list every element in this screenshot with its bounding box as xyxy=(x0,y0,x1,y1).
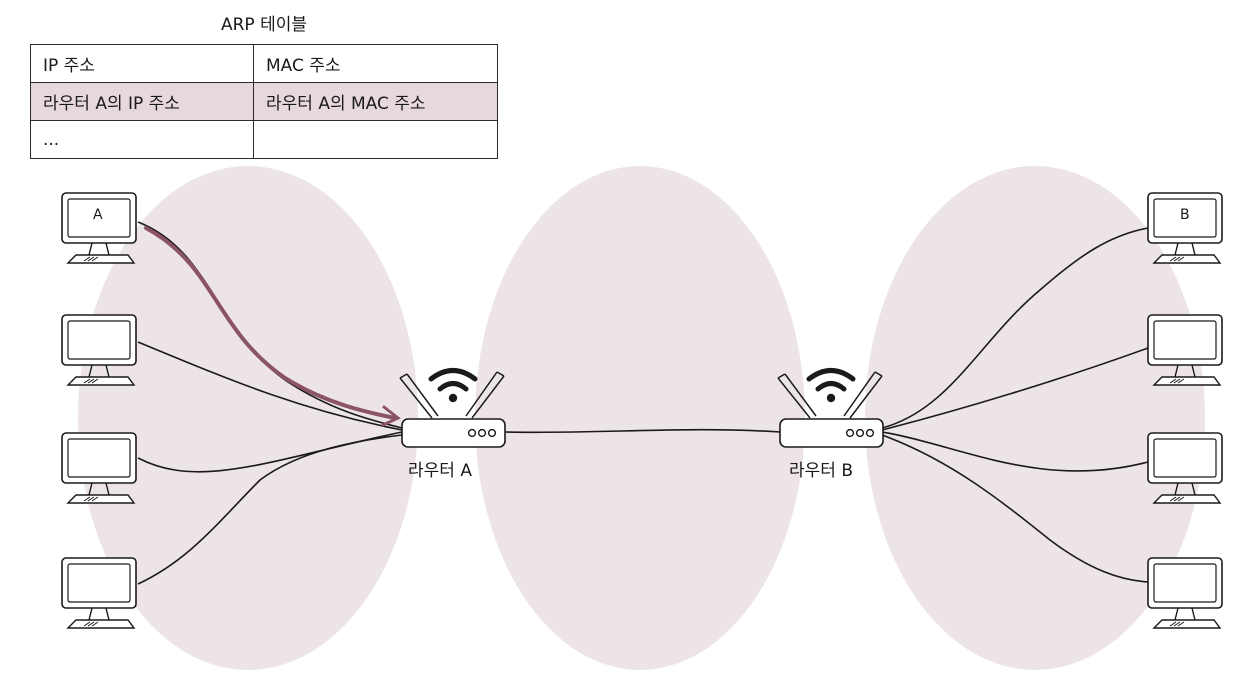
computer-icon xyxy=(61,432,137,504)
computer-icon xyxy=(1147,557,1223,629)
table-row: ... xyxy=(30,120,498,159)
network-area-left xyxy=(78,166,418,670)
computer-icon xyxy=(1147,432,1223,504)
router-a-label: 라우터 A xyxy=(408,461,472,481)
table-row: 라우터 A의 IP 주소 라우터 A의 MAC 주소 xyxy=(30,82,498,121)
router-b-icon xyxy=(777,368,884,448)
computer-icon xyxy=(1147,192,1223,264)
path-arrow xyxy=(144,226,397,420)
router-b-label: 라우터 B xyxy=(789,461,853,481)
cable-router-link xyxy=(504,428,781,434)
table-cell-ip: ... xyxy=(30,120,254,159)
path-arrowhead xyxy=(381,405,401,427)
network-area-right xyxy=(865,166,1205,670)
network-area-middle xyxy=(475,166,805,670)
computer-icon xyxy=(1147,314,1223,386)
router-a-icon xyxy=(399,368,506,448)
arp-table: IP 주소 MAC 주소 라우터 A의 IP 주소 라우터 A의 MAC 주소 … xyxy=(30,44,498,159)
column-header-mac: MAC 주소 xyxy=(253,44,498,83)
computer-icon xyxy=(61,314,137,386)
arp-table-title: ARP 테이블 xyxy=(220,15,308,35)
computer-icon xyxy=(61,192,137,264)
host-b-label: B xyxy=(1180,207,1190,223)
table-cell-mac: 라우터 A의 MAC 주소 xyxy=(253,82,498,121)
cables-right xyxy=(881,227,1149,583)
table-cell-ip: 라우터 A의 IP 주소 xyxy=(30,82,254,121)
table-header-row: IP 주소 MAC 주소 xyxy=(30,44,498,83)
computer-icon xyxy=(61,557,137,629)
table-cell-mac xyxy=(253,120,498,159)
host-a-label: A xyxy=(93,207,103,223)
column-header-ip: IP 주소 xyxy=(30,44,254,83)
